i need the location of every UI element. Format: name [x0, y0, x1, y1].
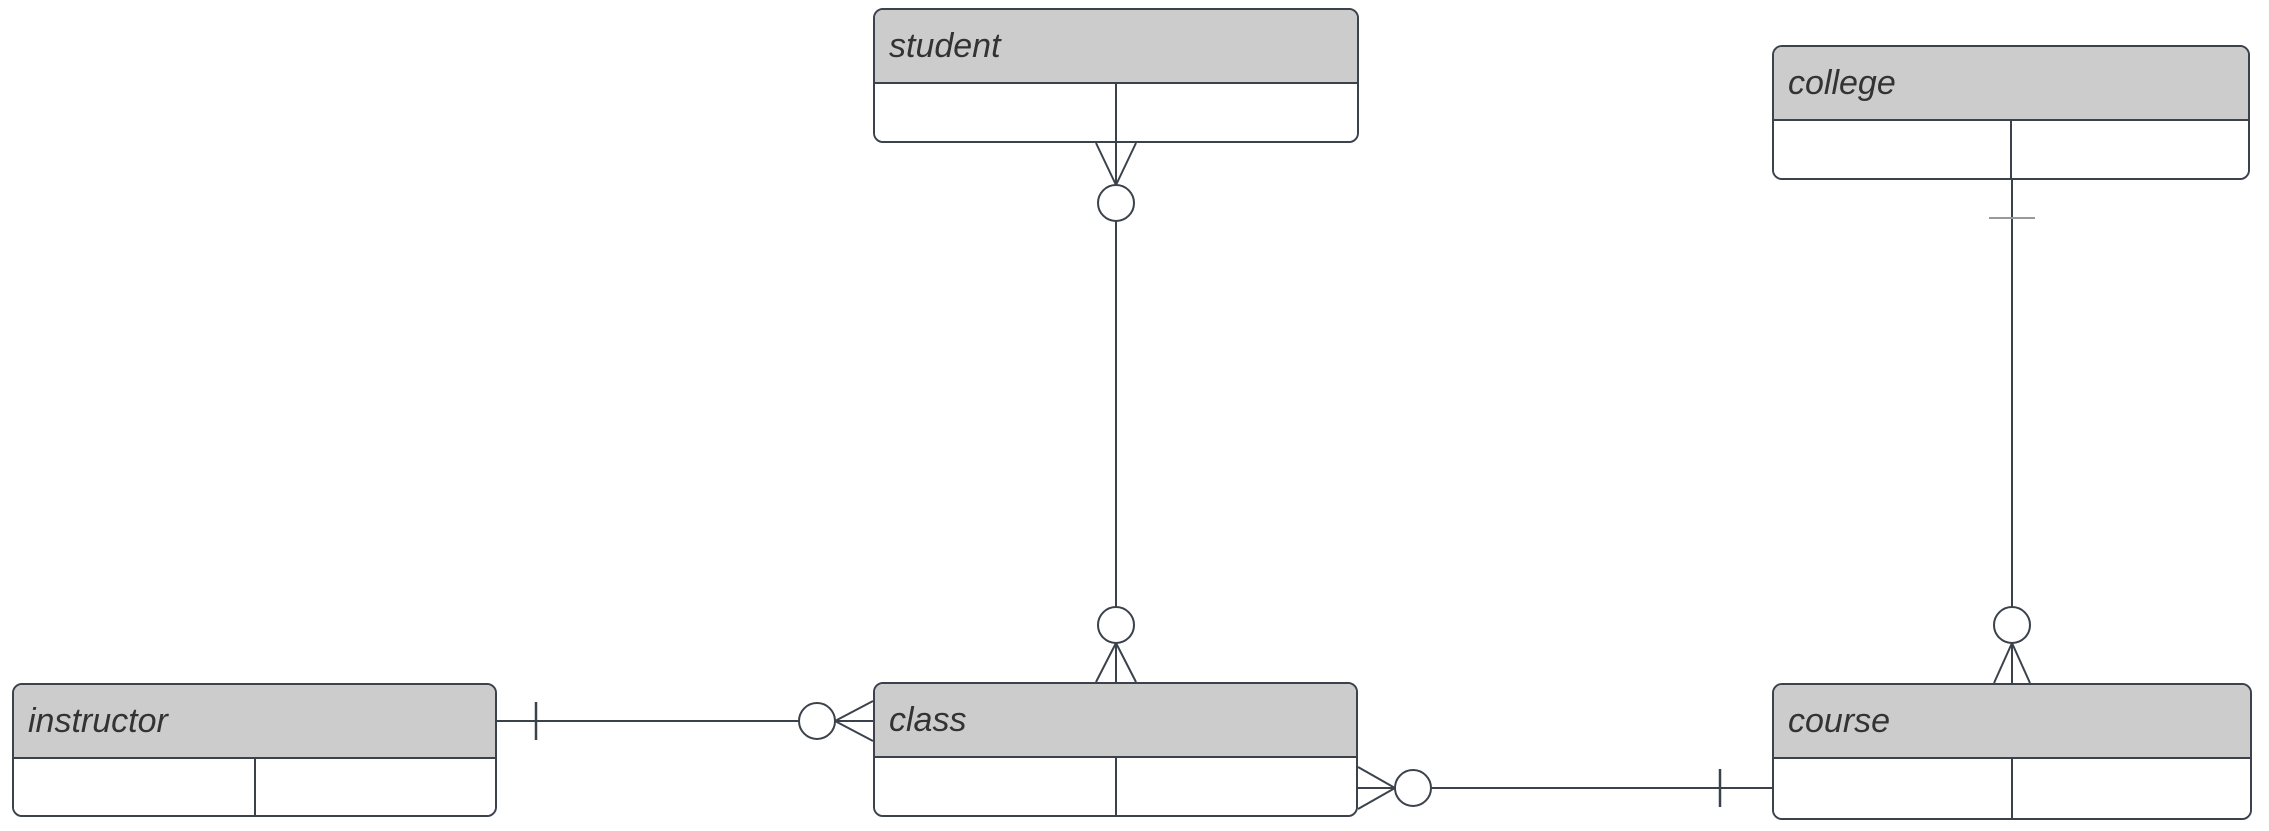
zero-circle-icon: [1097, 184, 1135, 222]
entity-class[interactable]: class: [873, 682, 1358, 817]
entity-course-header: course: [1774, 685, 2250, 759]
entity-instructor[interactable]: instructor: [12, 683, 497, 817]
entity-course[interactable]: course: [1772, 683, 2252, 820]
zero-circle-icon: [1097, 606, 1135, 644]
entity-course-label: course: [1788, 702, 1891, 740]
entity-instructor-label: instructor: [28, 702, 168, 740]
relationship-instructor-class[interactable]: [497, 700, 874, 742]
entity-class-header: class: [875, 684, 1356, 758]
entity-college-header: college: [1774, 47, 2248, 121]
entity-college-label: college: [1788, 64, 1896, 102]
entity-student-label: student: [889, 27, 1001, 65]
entity-course-body: [1774, 759, 2250, 818]
relationship-college-course[interactable]: [1989, 180, 2035, 684]
relationship-student-class[interactable]: [1095, 142, 1137, 683]
crow-foot-many-icon: [1357, 766, 1396, 810]
entity-student-body: [875, 84, 1357, 141]
entity-student-header: student: [875, 10, 1357, 84]
column-divider: [1115, 84, 1117, 141]
column-divider: [253, 759, 256, 815]
entity-instructor-body: [14, 759, 495, 815]
relationship-class-course[interactable]: [1357, 766, 1772, 810]
crow-foot-many-icon: [1993, 642, 2031, 684]
crow-foot-many-icon: [1095, 142, 1137, 186]
crow-foot-many-icon: [834, 700, 874, 742]
column-divider: [2011, 759, 2013, 818]
zero-circle-icon: [1394, 769, 1432, 807]
entity-college[interactable]: college: [1772, 45, 2250, 180]
entity-class-body: [875, 758, 1356, 815]
entity-college-body: [1774, 121, 2248, 178]
entity-student[interactable]: student: [873, 8, 1359, 143]
entity-instructor-header: instructor: [14, 685, 495, 759]
entity-class-label: class: [889, 701, 967, 739]
column-divider: [1114, 758, 1117, 815]
column-divider: [2010, 121, 2012, 178]
zero-circle-icon: [798, 702, 836, 740]
crow-foot-many-icon: [1095, 642, 1137, 683]
zero-circle-icon: [1993, 606, 2031, 644]
